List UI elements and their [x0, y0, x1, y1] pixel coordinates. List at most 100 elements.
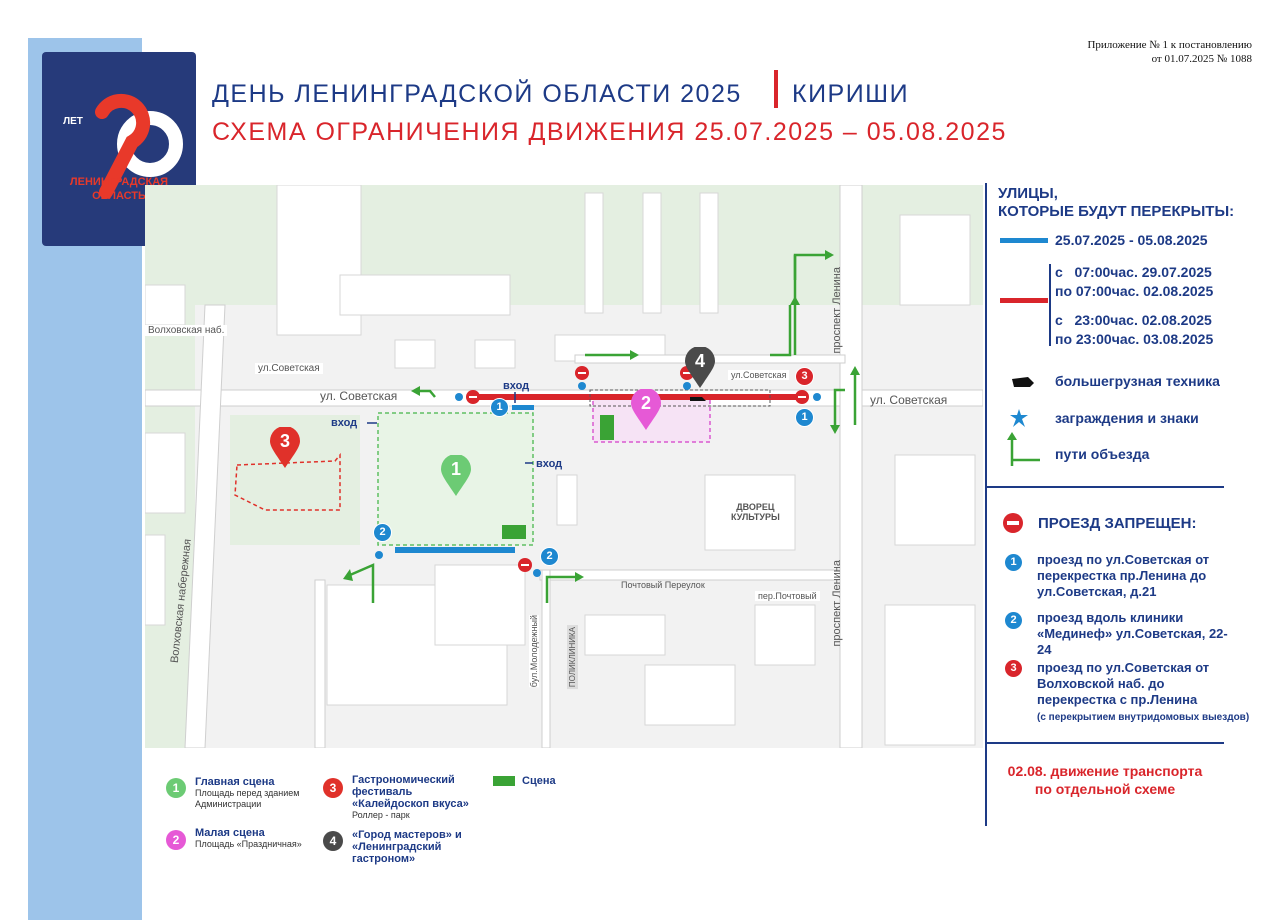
legend-food-fest: Гастрономический фестиваль «Калейдоскоп …	[352, 774, 482, 821]
barrier-marks	[375, 382, 821, 577]
red-line-swatch	[1000, 298, 1048, 303]
building	[434, 564, 526, 646]
red-period-2b: по 23:00час. 03.08.2025	[1055, 331, 1214, 347]
label-sovetskaya-road: ул. Советская	[320, 389, 398, 403]
no-entry-icon	[1003, 513, 1023, 538]
legend-main-stage-title: Главная сцена	[195, 776, 275, 788]
arrow-head	[850, 366, 860, 375]
label-prospekt-bottom: проспект Ленина	[831, 560, 843, 647]
building	[145, 534, 166, 626]
city-title: КИРИШИ	[792, 80, 910, 108]
legend-main-stage-sub: Площадь перед зданием Администрации	[195, 788, 300, 809]
special-scheme-note: 02.08. движение транспорта по отдельной …	[990, 762, 1220, 798]
arrow-head	[825, 250, 834, 260]
label-volkhov-nab: Волховская наб.	[145, 325, 228, 336]
building	[556, 474, 578, 526]
logo-region-line1: ЛЕНИНГРАДСКАЯ	[69, 176, 169, 188]
legend-small-stage-badge: 2	[166, 830, 186, 850]
legend-food-fest-sub: Роллер - парк	[352, 810, 410, 820]
red-period-1b: по 07:00час. 02.08.2025	[1055, 283, 1214, 299]
main-stage-zone	[377, 412, 534, 546]
restriction-3-badge: 3	[1005, 660, 1022, 677]
heavy-truck-icon	[690, 397, 706, 401]
badge-restriction-2: 2	[540, 547, 559, 566]
traffic-map: 1 2 3 4 1 1 2 2 3 Волховская наб. ул.Сов…	[145, 185, 983, 748]
road-pochtovy	[539, 569, 841, 581]
building	[894, 454, 976, 546]
marker-masters-number: 4	[694, 351, 705, 371]
marker-small-stage-number: 2	[640, 393, 651, 413]
badge-restriction-1: 1	[490, 398, 509, 417]
no-entry-signs	[466, 366, 809, 572]
appendix-note: Приложение № 1 к постановлению от 01.07.…	[1087, 38, 1252, 66]
red-period-bracket	[1049, 264, 1053, 346]
legend-small-stage: Малая сцена Площадь «Праздничная»	[195, 827, 325, 850]
title-divider	[774, 70, 778, 108]
restriction-1-badge: 1	[1005, 554, 1022, 571]
special-scheme-line1: 02.08. движение транспорта	[1007, 763, 1203, 779]
detour-arrow	[833, 388, 845, 425]
arrow-head	[411, 386, 420, 396]
legend-divider	[985, 183, 987, 826]
restriction-3-note: (с перекрытием внутридомовых выездов)	[1037, 712, 1250, 723]
label-dvorec: ДВОРЕЦ КУЛЬТУРЫ	[731, 502, 780, 522]
stage-block	[502, 525, 526, 539]
logo-98-graphic	[95, 93, 183, 199]
arrow-head	[343, 569, 353, 581]
special-scheme-line2: по отдельной схеме	[1034, 781, 1176, 797]
blue-closure-clinic	[395, 547, 515, 553]
badge-restriction-2: 2	[373, 523, 392, 542]
legend-food-fest-badge: 3	[323, 778, 343, 798]
restriction-3-text: проезд по ул.Советская от Волховской наб…	[1037, 660, 1210, 707]
label-per-pochtovy: пер.Почтовый	[755, 591, 820, 601]
no-entry-title: ПРОЕЗД ЗАПРЕЩЕН:	[1038, 515, 1197, 532]
building	[145, 284, 186, 326]
appendix-line2: от 01.07.2025 № 1088	[1151, 53, 1252, 65]
restriction-2-badge: 2	[1005, 612, 1022, 629]
map-drawing	[145, 185, 983, 748]
label-dvorec-line1: ДВОРЕЦ	[736, 502, 775, 512]
detour-arrow	[420, 389, 436, 398]
building	[474, 339, 516, 369]
detour-arrow-icon	[1006, 432, 1046, 471]
legend-food-fest-title: Гастрономический фестиваль «Калейдоскоп …	[352, 774, 469, 810]
detour-arrow	[770, 305, 792, 357]
red-period-1a: с 07:00час. 29.07.2025	[1055, 264, 1212, 280]
label-poliklinika: ПОЛИКЛИНИКА	[567, 625, 578, 690]
label-bul-molodezh: бул.Молодежный	[529, 615, 539, 688]
legend-stage: Сцена	[522, 775, 556, 787]
red-period-2a: с 23:00час. 02.08.2025	[1055, 312, 1212, 328]
detour-arrow	[545, 575, 575, 603]
dvorec-kultury-building	[704, 474, 796, 551]
detour-arrow	[793, 253, 825, 280]
badge-restriction-1: 1	[795, 408, 814, 427]
barrier-star-icon	[1010, 409, 1028, 432]
heavy-legend-text: большегрузная техника	[1055, 373, 1220, 389]
arrow-head	[630, 350, 639, 360]
marker-food-fest-number: 3	[279, 431, 290, 451]
road-prospekt-lenina	[839, 185, 863, 748]
food-fest-zone	[234, 452, 341, 511]
building	[644, 664, 736, 726]
arrow-head	[830, 425, 840, 434]
road-bul-molodezh	[541, 569, 551, 748]
building	[754, 604, 816, 666]
barrier-legend-text: заграждения и знаки	[1055, 410, 1199, 426]
building	[899, 214, 971, 306]
road-volkhov-emb	[184, 304, 226, 748]
legend-stage-swatch	[493, 776, 515, 786]
building	[339, 274, 511, 316]
legend-main-stage-badge: 1	[166, 778, 186, 798]
building	[584, 192, 604, 314]
detour-legend-text: пути объезда	[1055, 446, 1150, 462]
building	[884, 604, 976, 746]
building	[394, 339, 436, 369]
label-entry-3: вход	[536, 458, 563, 470]
blue-period: 25.07.2025 - 05.08.2025	[1055, 232, 1208, 248]
logo-let: ЛЕТ	[63, 116, 83, 127]
blue-closure-short	[512, 405, 534, 410]
heavy-zone	[589, 389, 771, 407]
legend-small-stage-sub: Площадь «Праздничная»	[195, 839, 302, 849]
label-prospekt-top: проспект Ленина	[831, 267, 843, 354]
building	[642, 192, 662, 314]
